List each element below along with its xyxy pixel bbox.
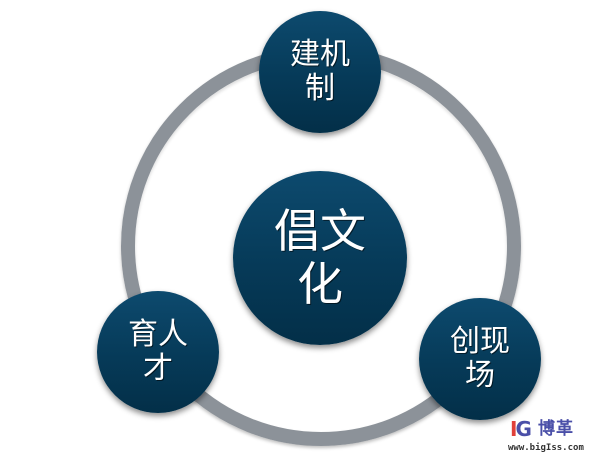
logo-mark-icon: IG — [510, 417, 532, 441]
node-label-line2: 才 — [143, 351, 173, 386]
node-center-culture: 倡文 化 — [233, 171, 407, 345]
center-label-line2: 化 — [297, 257, 343, 311]
node-label-line2: 制 — [305, 71, 335, 106]
logo-mark-g: G — [515, 417, 531, 441]
center-label-line1: 倡文 — [274, 204, 366, 259]
logo-mark-i: I — [510, 417, 518, 441]
node-create-site: 创现 场 — [419, 298, 541, 420]
watermark-logo: IG 博革 www.bigIss.com — [508, 418, 600, 460]
logo-url: www.bigIss.com — [508, 443, 584, 453]
node-build-mechanism: 建机 制 — [259, 11, 381, 133]
logo-name: 博革 — [538, 419, 574, 439]
node-label-line1: 创现 — [450, 323, 510, 359]
node-label-line2: 场 — [465, 358, 495, 393]
node-cultivate-talent: 育人 才 — [97, 291, 219, 413]
node-label-line1: 建机 — [290, 36, 350, 72]
node-label-line1: 育人 — [128, 316, 188, 352]
